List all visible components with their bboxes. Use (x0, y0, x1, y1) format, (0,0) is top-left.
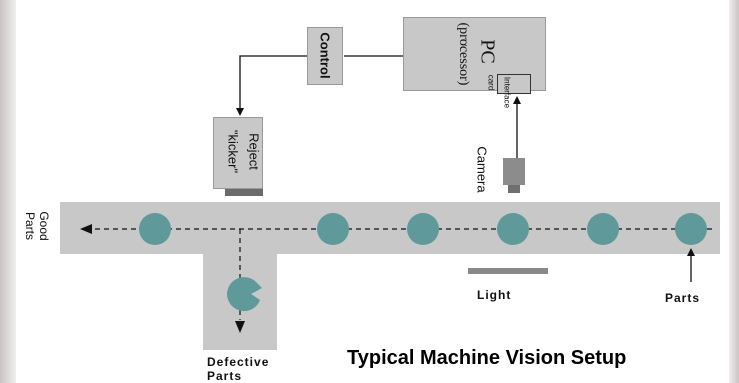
part-5 (587, 213, 619, 245)
part-2 (317, 213, 349, 245)
reject-arrow (235, 321, 245, 333)
defective-parts-label-2: Parts (207, 369, 243, 383)
part-1 (139, 213, 171, 245)
good-parts-arrow (80, 224, 92, 234)
slide-border-right (729, 0, 739, 383)
diagram-title: Typical Machine Vision Setup (347, 347, 627, 369)
camera-lens (508, 185, 520, 193)
control-box (307, 27, 343, 85)
defective-parts-label-1: Defective (207, 355, 270, 369)
kicker-base (225, 189, 263, 196)
camera-body (503, 158, 525, 185)
diagram-canvas (16, 0, 729, 383)
interface-card (497, 74, 531, 94)
slide-border-left (0, 0, 16, 383)
part-4 (497, 213, 529, 245)
defective-part (227, 277, 262, 312)
parts-label: Parts (665, 291, 701, 305)
light-bar (468, 268, 548, 274)
part-6 (675, 213, 707, 245)
part-3 (407, 213, 439, 245)
reject-kicker-box (213, 117, 263, 189)
control-to-kicker-line (236, 55, 307, 116)
light-label: Light (477, 288, 512, 302)
